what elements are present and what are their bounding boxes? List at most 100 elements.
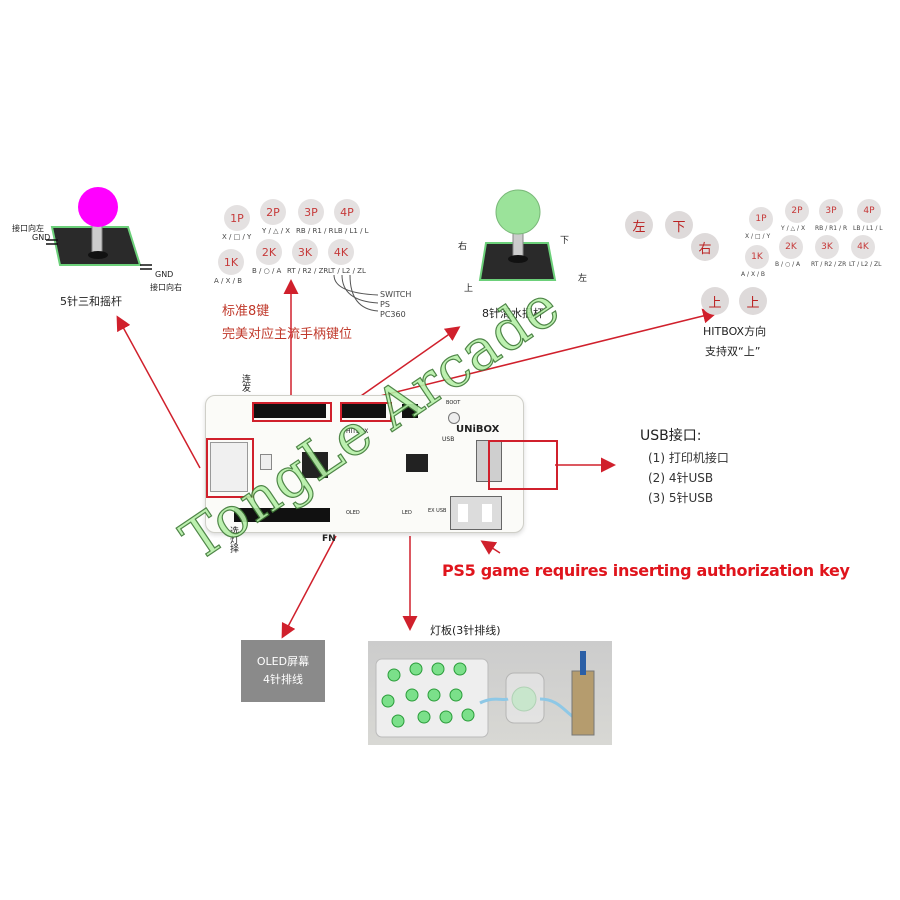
button-1k-label: A / X / B	[214, 277, 243, 285]
joystick-left-icon	[46, 187, 152, 270]
platform-pc360: PC360	[380, 310, 406, 319]
button-2p: 2P	[260, 199, 286, 225]
joystick-connector	[210, 442, 248, 492]
hitbox-button-4p: 4P	[857, 199, 881, 223]
button-1p: 1P	[224, 205, 250, 231]
oled-pin-label: OLED	[346, 510, 360, 516]
hitbox-button-1p: 1P	[749, 207, 773, 231]
joystick-left-top-label: 接口向左	[12, 224, 44, 233]
joystick-left-gnd-top: GND	[32, 233, 51, 242]
platform-lines	[333, 275, 379, 312]
oled-line-1: OLED屏幕	[256, 655, 310, 668]
joystick-right-right: 右	[458, 242, 468, 252]
hitbox-button-3p: 3P	[819, 199, 843, 223]
hitbox-button-1k: 1K	[745, 245, 769, 269]
button-2p-label: Y / △ / X	[262, 227, 291, 235]
oled-line-2: 4针排线	[263, 673, 303, 686]
header-small	[402, 404, 418, 418]
hitbox-up-1: 上	[701, 287, 729, 315]
led-board-photo	[368, 641, 612, 745]
hitbox-down: 下	[665, 211, 693, 239]
hitbox-label-3p: RB / R1 / R	[815, 225, 848, 232]
button-1k: 1K	[218, 249, 244, 275]
usb-info-title: USB接口:	[640, 428, 702, 444]
led-board-illustration	[375, 651, 595, 738]
header-turbo	[254, 404, 326, 418]
joystick-left-bottom-label: 接口向右	[150, 283, 182, 292]
joystick-connector-highlight	[206, 438, 254, 498]
fn-label: FN	[322, 534, 336, 544]
hitbox-caption-1: HITBOX方向	[703, 325, 767, 338]
boot-button	[448, 412, 460, 424]
usb-info: USB接口: (1) 打印机接口 (2) 4针USB (3) 5针USB	[640, 425, 800, 505]
header-hitbox	[342, 404, 386, 418]
hitbox-label-1p: X / □ / Y	[745, 233, 771, 240]
hitbox-caption-2: 支持双“上”	[705, 345, 761, 358]
hitbox-label-4p: LB / L1 / L	[853, 225, 883, 232]
header-bottom	[234, 508, 330, 522]
platform-switch: SWITCH	[380, 290, 412, 299]
joystick-left-caption: 5针三和摇杆	[60, 295, 122, 308]
hitbox-button-2k: 2K	[779, 235, 803, 259]
button-4p: 4P	[334, 199, 360, 225]
button-layout-caption-2: 完美对应主流手柄键位	[222, 327, 353, 342]
board-logo: UNiBOX	[456, 424, 500, 435]
ex-usb-label: EX USB	[428, 508, 447, 514]
hitbox-button-4k: 4K	[851, 235, 875, 259]
hitbox-label-2p: Y / △ / X	[781, 225, 806, 232]
joystick-right-down: 下	[560, 236, 570, 246]
hitbox-right: 右	[691, 233, 719, 261]
joystick-left: 接口向左 GND GND 接口向右 5针三和摇杆	[10, 185, 182, 315]
ps5-note: PS5 game requires inserting authorizatio…	[442, 561, 850, 580]
led-board-caption: 灯板(3针排线)	[430, 624, 501, 637]
hitbox-pin-label: HITBOX	[346, 428, 369, 435]
button-3p-label: RB / R1 / R	[296, 227, 334, 235]
mcu-chip	[302, 452, 328, 478]
hitbox-label-2k: B / ○ / A	[775, 261, 801, 268]
button-3k-label: RT / R2 / ZR	[287, 267, 329, 275]
joystick-right-icon	[478, 189, 557, 281]
hitbox-label-3k: RT / R2 / ZR	[811, 261, 847, 268]
usb-info-item-2: (2) 4针USB	[648, 471, 714, 485]
button-1p-label: X / □ / Y	[222, 233, 252, 241]
button-3p: 3P	[298, 199, 324, 225]
usb-info-item-1: (1) 打印机接口	[648, 451, 729, 465]
hitbox-button-2p: 2P	[785, 199, 809, 223]
hitbox-left: 左	[625, 211, 653, 239]
hitbox-label-4k: LT / L2 / ZL	[849, 261, 882, 268]
header-joystick-highlight	[340, 402, 392, 422]
oled-box: OLED屏幕 4针排线	[241, 640, 325, 702]
control-board: 连发 HITBOX BOOT UNiBOX USB EX USB OLED LE…	[205, 374, 558, 553]
button-2k-label: B / ○ / A	[252, 267, 282, 275]
button-2k: 2K	[256, 239, 282, 265]
usb-chip	[406, 454, 428, 472]
hitbox-label-1k: A / X / B	[741, 271, 766, 278]
hitbox-up-2: 上	[739, 287, 767, 315]
platform-ps: PS	[380, 300, 390, 309]
joystick-right-up: 上	[464, 284, 474, 294]
button-layout-caption-1: 标准8键	[222, 304, 270, 319]
joystick-left-gnd-bottom: GND	[155, 270, 174, 279]
joystick-right-left: 左	[578, 274, 588, 284]
button-layout: 1P 2P 3P 4P 1K 2K 3K 4K X / □ / Y Y / △ …	[210, 195, 430, 345]
led-pin-label: LED	[402, 510, 412, 516]
header-buttons-highlight	[252, 402, 332, 422]
select-label: 选灯择	[228, 526, 238, 553]
hitbox-layout: 左 下 右 上 上 1P 2P 3P 4P 1K 2K 3K 4K X / □ …	[615, 195, 895, 365]
button-4p-label: LB / L1 / L	[334, 227, 369, 235]
ex-usb-slot-2	[482, 504, 492, 522]
jumper	[260, 454, 272, 470]
button-4k: 4K	[328, 239, 354, 265]
boot-label: BOOT	[446, 400, 461, 406]
hitbox-button-3k: 3K	[815, 235, 839, 259]
joystick-right: 右 下 左 上 8针清水摇杆	[450, 185, 600, 325]
turbo-label: 连发	[240, 374, 250, 392]
ex-usb-slot-1	[458, 504, 468, 522]
button-3k: 3K	[292, 239, 318, 265]
usb-port-highlight	[488, 440, 558, 490]
button-4k-label: LT / L2 / ZL	[328, 267, 366, 275]
joystick-right-caption: 8针清水摇杆	[482, 307, 544, 320]
usb-pin-label: USB	[442, 436, 455, 443]
usb-info-item-3: (3) 5针USB	[648, 491, 714, 505]
